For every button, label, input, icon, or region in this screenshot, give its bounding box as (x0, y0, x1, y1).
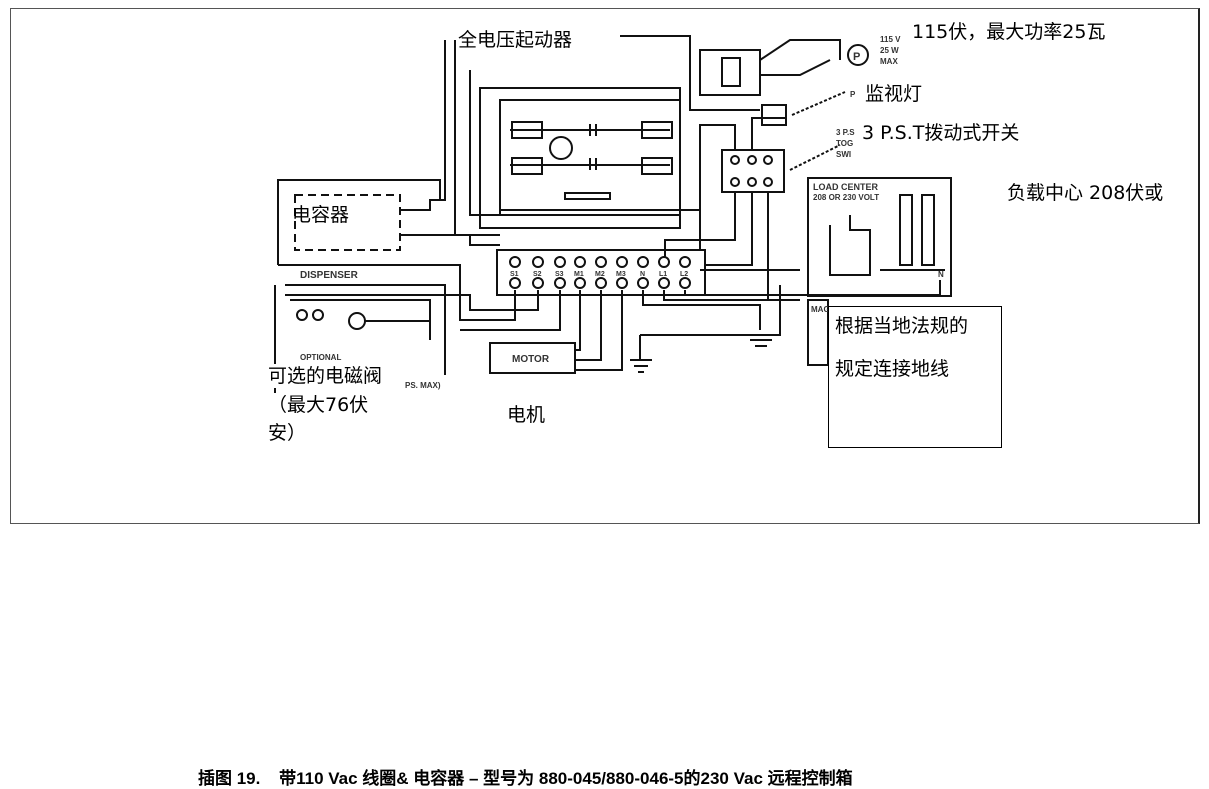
coil-icon (549, 136, 573, 160)
terminal-label: M2 (595, 271, 605, 278)
ground-note-line-2: 规定连接地线 (835, 358, 950, 380)
figure-caption-text: 带110 Vac 线圈& 电容器 – 型号为 880-045/880-046-5… (279, 769, 853, 788)
pilot-lamp-icon (761, 104, 787, 126)
motor-box (489, 342, 576, 374)
va-max-text: PS. MAX) (405, 381, 441, 390)
pilot-lamp-label: 监视灯 (863, 82, 925, 106)
lamp-watt-text: 25 W (880, 46, 899, 55)
lamp-icon (847, 44, 869, 66)
starter-label: 全电压起动器 (456, 28, 575, 52)
figure-frame (10, 8, 1200, 524)
terminal-label: S3 (555, 271, 564, 278)
dispenser-text: DISPENSER (300, 270, 359, 281)
figure-caption: 插图 19. 带110 Vac 线圈& 电容器 – 型号为 880-045/88… (198, 764, 867, 789)
terminal-label: L1 (659, 271, 667, 278)
lamp-rating-text: 115 V (880, 35, 901, 44)
lamp-p-text: P (853, 51, 860, 63)
terminal-label: N (640, 271, 645, 278)
solenoid-label-1: 可选的电磁阀 (266, 364, 385, 388)
switch-label: 3 P.S.T拨动式开关 (860, 121, 1022, 145)
load-center-label: 负载中心 208伏或 (1005, 181, 1166, 205)
terminal-label: M3 (616, 271, 626, 278)
terminal-label: L2 (680, 271, 688, 278)
terminal-labels: S1 S2 S3 M1 M2 M3 N L1 L2 (510, 271, 688, 278)
ground-note-line-1: 根据当地法规的 (835, 315, 969, 337)
mag-text: MAG (811, 305, 830, 314)
pilot-p-text: P (850, 90, 856, 99)
switch-text-2: TOG (836, 139, 853, 148)
terminal-label: M1 (574, 271, 584, 278)
load-center-text: LOAD CENTER (813, 182, 879, 192)
ground-note-box: 根据当地法规的 规定连接地线 (828, 306, 1002, 448)
load-center-box (807, 177, 952, 297)
capacitor-box (294, 194, 401, 251)
terminal-label: S1 (510, 271, 519, 278)
lamp-rating-label: 115伏，最大功率25瓦 (910, 20, 1108, 44)
motor-label: 电机 (505, 403, 548, 427)
n-terminal-text: N (938, 270, 944, 279)
figure-number: 插图 19. (198, 769, 261, 788)
solenoid-label-3: 安） (266, 421, 309, 445)
relay-icon (699, 49, 761, 96)
switch-text-3: SWI (836, 150, 851, 159)
switch-text-1: 3 P.S (836, 128, 855, 137)
load-center-voltage-text: 208 OR 230 VOLT (813, 193, 879, 202)
capacitor-label: 电容器 (292, 204, 350, 226)
optional-text: OPTIONAL (300, 353, 341, 362)
lamp-max-text: MAX (880, 57, 898, 66)
motor-text: MOTOR (512, 354, 550, 365)
solenoid-label-2: （最大76伏 (266, 393, 371, 417)
terminals (509, 256, 691, 289)
terminal-label: S2 (533, 271, 542, 278)
